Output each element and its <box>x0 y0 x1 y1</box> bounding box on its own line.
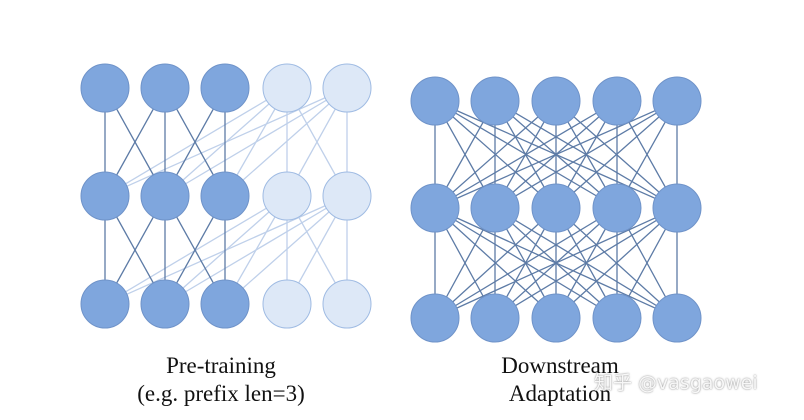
watermark: 知乎 @vasgaowei <box>594 372 758 394</box>
dense-connection <box>434 100 618 209</box>
adapted-neuron <box>652 76 702 126</box>
prefix-neuron <box>140 171 190 221</box>
prefix-neuron <box>80 279 130 329</box>
frozen-connection <box>164 195 348 305</box>
prefix-neuron <box>140 63 190 113</box>
dense-connection <box>434 207 618 319</box>
dense-connection <box>434 207 678 319</box>
adapted-neuron <box>531 76 581 126</box>
frozen-connection <box>224 195 348 305</box>
pretraining-caption-line1: Pre-training <box>166 353 276 378</box>
dense-connection <box>555 100 678 209</box>
frozen-connection <box>104 195 288 305</box>
frozen-neuron <box>322 171 372 221</box>
dense-connection <box>555 207 678 319</box>
adapted-neuron <box>652 183 702 233</box>
pretraining-caption: Pre-training (e.g. prefix len=3) <box>96 352 346 408</box>
adapted-neuron <box>410 293 460 343</box>
dense-connection <box>434 100 678 209</box>
frozen-neuron <box>322 63 372 113</box>
frozen-connection <box>164 87 348 197</box>
adapted-neuron <box>470 76 520 126</box>
adapted-neuron <box>592 183 642 233</box>
frozen-connection <box>104 87 288 197</box>
pretraining-network <box>80 63 372 329</box>
frozen-neuron <box>262 171 312 221</box>
dense-connection <box>494 100 678 209</box>
pretraining-neurons <box>80 63 372 329</box>
prefix-neuron <box>200 279 250 329</box>
frozen-neuron <box>322 279 372 329</box>
frozen-connection <box>104 87 348 197</box>
adapted-neuron <box>592 293 642 343</box>
adapted-neuron <box>531 293 581 343</box>
downstream-neurons <box>410 76 702 343</box>
prefix-neuron <box>140 279 190 329</box>
pretraining-caption-line2: (e.g. prefix len=3) <box>137 381 305 406</box>
dense-connection <box>434 207 557 319</box>
adapted-neuron <box>470 293 520 343</box>
dense-connection <box>434 100 557 209</box>
frozen-connection <box>104 195 348 305</box>
downstream-caption: Downstream Adaptation <box>435 352 685 408</box>
adapted-neuron <box>592 76 642 126</box>
adapted-neuron <box>410 183 460 233</box>
adapted-neuron <box>470 183 520 233</box>
adapted-neuron <box>652 293 702 343</box>
dense-connection <box>494 207 678 319</box>
prefix-neuron <box>200 171 250 221</box>
frozen-connection <box>224 87 348 197</box>
prefix-neuron <box>80 171 130 221</box>
downstream-caption-line2: Adaptation <box>508 381 612 406</box>
frozen-neuron <box>262 279 312 329</box>
prefix-neuron <box>80 63 130 113</box>
prefix-neuron <box>200 63 250 113</box>
adapted-neuron <box>410 76 460 126</box>
downstream-network <box>410 76 702 343</box>
adapted-neuron <box>531 183 581 233</box>
downstream-caption-line1: Downstream <box>501 353 619 378</box>
frozen-neuron <box>262 63 312 113</box>
